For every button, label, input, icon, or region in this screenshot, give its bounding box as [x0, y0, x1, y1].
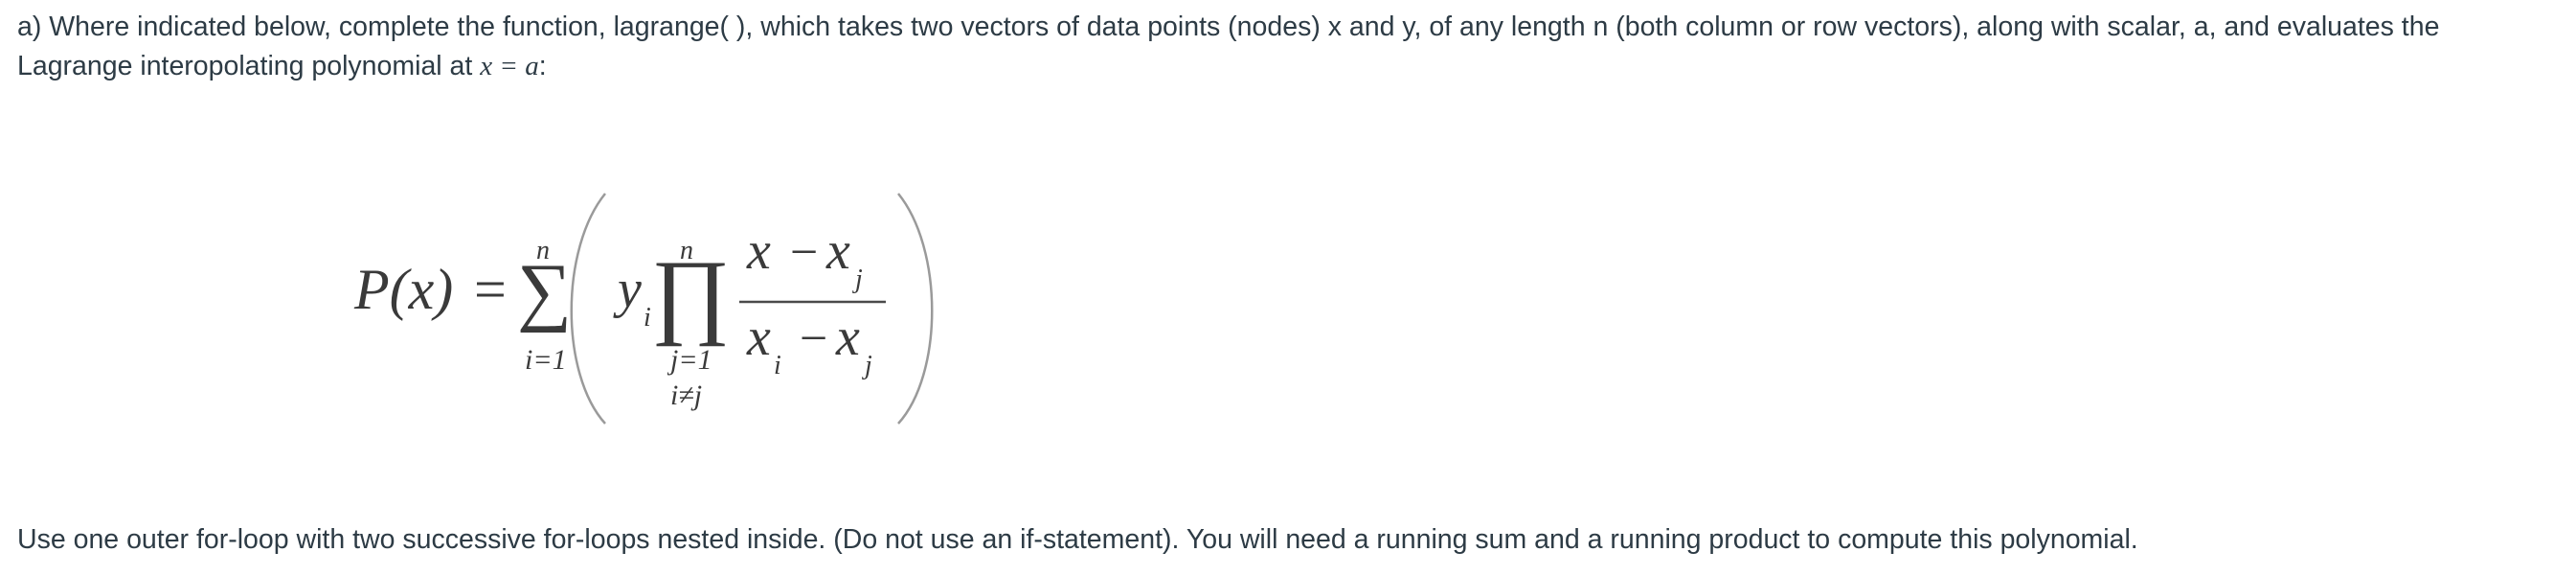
- intro-colon: :: [538, 51, 547, 81]
- inline-math-x-equals-a: x = a: [480, 51, 539, 81]
- prod-lower-limit-2: i≠j: [670, 380, 702, 411]
- right-parenthesis: [897, 193, 934, 425]
- numerator-xj: x: [825, 221, 850, 281]
- left-parenthesis: [570, 193, 606, 425]
- lagrange-formula: P(x) = n ∑ i=1 y i n ∏ j=1 i≠j x − x j x: [345, 182, 938, 431]
- y-base: y: [613, 260, 642, 319]
- y-subscript: i: [644, 303, 651, 333]
- denominator-xj: x: [835, 308, 860, 367]
- denominator-subscript-i: i: [774, 351, 781, 380]
- sum-symbol: ∑: [517, 249, 572, 334]
- prod-lower-limit-1: j=1: [667, 344, 712, 376]
- sum-upper-limit: n: [536, 236, 550, 265]
- intro-paragraph: a) Where indicated below, complete the f…: [17, 8, 2555, 86]
- instructions-paragraph: Use one outer for-loop with two successi…: [17, 524, 2138, 555]
- numerator-x: x: [746, 221, 771, 281]
- numerator-subscript-j: j: [852, 264, 863, 294]
- formula-equals: =: [474, 258, 507, 321]
- sum-lower-limit: i=1: [525, 344, 567, 376]
- formula-lhs: P(x): [353, 258, 453, 321]
- denominator-minus: −: [800, 311, 827, 366]
- intro-text: a) Where indicated below, complete the f…: [17, 12, 2440, 81]
- lagrange-formula-svg: P(x) = n ∑ i=1 y i n ∏ j=1 i≠j x − x j x: [353, 193, 934, 425]
- numerator-minus: −: [790, 225, 818, 280]
- denominator-xi: x: [746, 308, 771, 367]
- product-symbol: ∏: [651, 241, 730, 347]
- prod-upper-limit: n: [680, 236, 693, 265]
- denominator-subscript-j: j: [862, 351, 872, 380]
